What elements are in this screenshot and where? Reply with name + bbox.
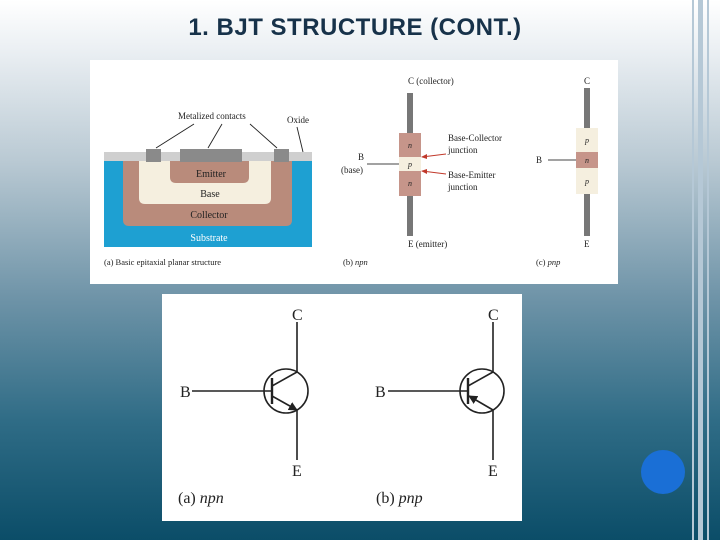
pnp-collector-label: C [584,76,590,86]
bjt-structure-figure: Metalized contacts Oxide Emitter Base Co… [90,60,618,284]
caption-npn-italic: npn [355,257,368,267]
npn-layer-top: n [408,141,412,150]
pnp-symbol-e: E [488,463,498,480]
label-substrate: Substrate [190,233,228,244]
planar-structure-diagram: Metalized contacts Oxide Emitter Base Co… [104,111,312,267]
pnp-emitter-label: E [584,239,590,249]
npn-be-junction-line1: Base-Emitter [448,170,495,180]
label-collector: Collector [190,210,228,221]
svg-text:(b) npn: (b) npn [343,257,368,267]
pnp-transistor-symbol [388,322,505,460]
label-metalized-contacts: Metalized contacts [178,111,246,121]
symbol-caption-pnp-prefix: (b) [376,490,395,507]
label-oxide: Oxide [287,115,309,125]
svg-text:(c) pnp: (c) pnp [536,257,560,267]
npn-bc-junction-line2: junction [447,145,478,155]
caption-planar: (a) Basic epitaxial planar structure [104,257,221,267]
npn-transistor-symbol [192,322,309,460]
npn-base-label: B [358,152,364,162]
symbol-caption-npn-italic: npn [200,490,224,507]
symbol-caption-npn-prefix: (a) [178,490,196,507]
npn-bc-junction-line1: Base-Collector [448,133,502,143]
pnp-layer-mid: n [585,156,589,165]
npn-symbol-c: C [292,307,303,324]
npn-collector-label: C (collector) [408,76,454,86]
caption-npn-prefix: (b) [343,257,353,267]
npn-structure-diagram: n p n C (collector) B (base) E (emitter)… [341,76,502,267]
bjt-symbol-figure: C B E (a) npn C B E (b) pnp [162,294,522,521]
label-base: Base [200,189,220,200]
pnp-layer-top: p [584,136,589,145]
symbol-caption-pnp-italic: pnp [398,490,423,507]
svg-text:(b) pnp: (b) pnp [376,490,423,507]
npn-layer-mid: p [407,160,412,169]
npn-be-junction-line2: junction [447,182,478,192]
npn-symbol-b: B [180,384,191,401]
pnp-layer-bottom: p [584,177,589,186]
slide-accent-circle [641,450,685,494]
svg-text:(a) npn: (a) npn [178,490,224,507]
pnp-symbol-b: B [375,384,386,401]
caption-pnp-italic: pnp [547,257,561,267]
label-emitter: Emitter [196,169,227,180]
caption-pnp-prefix: (c) [536,257,546,267]
npn-layer-bottom: n [408,179,412,188]
npn-emitter-label: E (emitter) [408,239,447,249]
right-border-decoration [688,0,720,540]
npn-symbol-e: E [292,463,302,480]
pnp-symbol-c: C [488,307,499,324]
npn-base-sub: (base) [341,165,363,175]
pnp-structure-diagram: p n p C B E (c) pnp [536,76,598,267]
slide-title: 1. BJT STRUCTURE (CONT.) [188,14,522,41]
pnp-base-label: B [536,155,542,165]
